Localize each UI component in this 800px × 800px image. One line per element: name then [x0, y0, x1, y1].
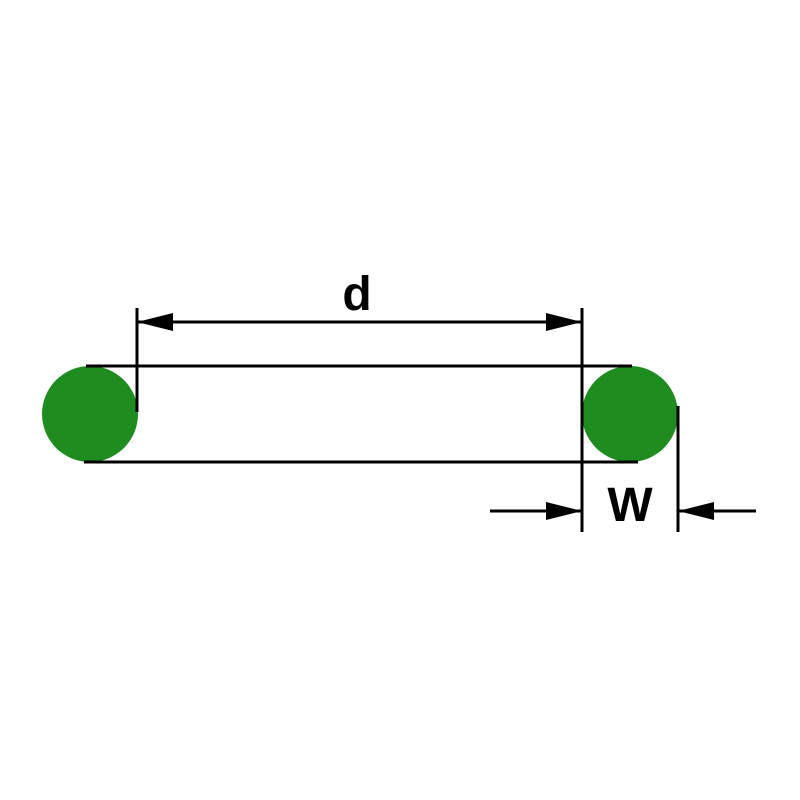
oring-cross-section-right — [582, 366, 678, 462]
diameter-label: d — [342, 268, 371, 321]
width-label: W — [607, 479, 653, 532]
oring-cross-section-left — [42, 366, 138, 462]
